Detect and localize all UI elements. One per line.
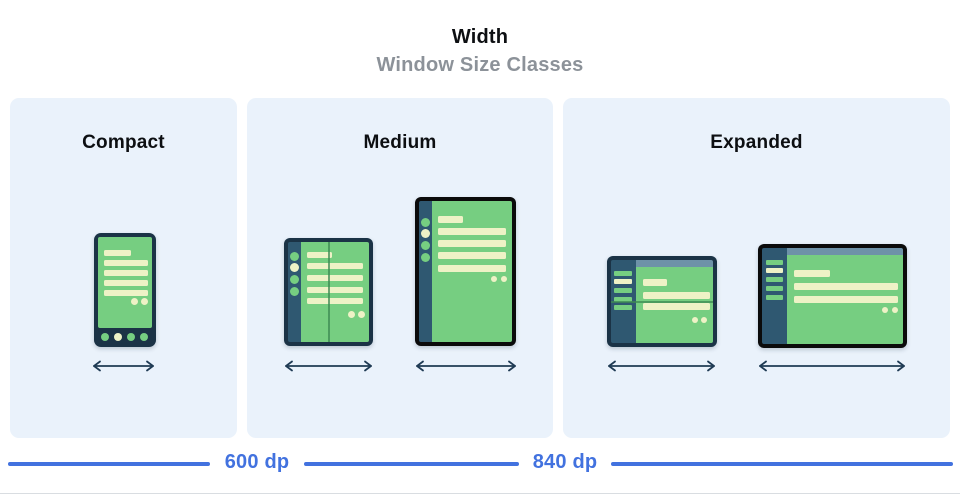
width-arrow-icon — [416, 360, 516, 372]
width-arrow-icon — [93, 360, 154, 372]
page-title: Width — [451, 26, 509, 48]
phone-screen — [98, 237, 152, 328]
placeholder-text-line — [104, 290, 148, 296]
placeholder-text-line — [104, 260, 148, 266]
placeholder-text-line — [438, 228, 506, 235]
breakpoint-label-840dp: 840 dp — [532, 451, 598, 473]
tablet-landscape-device-icon — [758, 244, 907, 348]
foldable-landscape-device-icon — [607, 256, 717, 347]
size-class-panel-compact: Compact — [10, 98, 237, 438]
action-dot — [358, 311, 365, 318]
foldable-screen — [301, 242, 369, 342]
width-arrow-icon — [759, 360, 905, 372]
ruler-line-segment — [304, 462, 519, 466]
placeholder-text-line — [794, 270, 830, 277]
nav-rail — [288, 242, 301, 342]
placeholder-text-line — [438, 240, 506, 247]
ruler-line-segment — [611, 462, 953, 466]
size-class-panel-medium: Medium — [247, 98, 553, 438]
nav-rail — [419, 201, 432, 342]
nav-rail-dot — [421, 253, 430, 262]
nav-item-bar — [614, 305, 632, 310]
placeholder-text-line — [438, 252, 506, 259]
nav-dot — [127, 333, 135, 341]
nav-drawer — [762, 248, 787, 344]
nav-item-bar — [766, 260, 783, 265]
nav-dot — [140, 333, 148, 341]
placeholder-text-line — [643, 279, 667, 286]
panel-title-medium: Medium — [363, 132, 437, 153]
width-arrow-icon — [608, 360, 715, 372]
nav-item-bar — [766, 295, 783, 300]
placeholder-text-line — [794, 296, 898, 303]
phone-device-icon — [94, 233, 156, 347]
foldable-screen — [636, 267, 713, 343]
action-dot — [491, 276, 497, 282]
size-class-panel-expanded: Expanded — [563, 98, 950, 438]
ruler-line-segment — [8, 462, 210, 466]
fold-crease-line — [328, 242, 330, 342]
action-dot — [892, 307, 898, 313]
app-top-bar — [636, 260, 713, 267]
action-dot — [701, 317, 707, 323]
placeholder-text-line — [438, 265, 506, 272]
action-dot — [348, 311, 355, 318]
nav-item-bar — [614, 279, 632, 284]
action-dot — [501, 276, 507, 282]
placeholder-text-line — [643, 292, 710, 299]
placeholder-text-line — [104, 280, 148, 286]
nav-rail-dot — [290, 252, 299, 261]
nav-item-bar — [614, 288, 632, 293]
nav-dot — [114, 333, 122, 341]
action-dot — [141, 298, 148, 305]
nav-item-bar — [614, 271, 632, 276]
placeholder-text-line — [794, 283, 898, 290]
nav-rail-dot — [421, 218, 430, 227]
tablet-screen — [787, 255, 903, 344]
nav-dot — [101, 333, 109, 341]
page-subtitle: Window Size Classes — [376, 54, 584, 76]
foldable-portrait-device-icon — [284, 238, 373, 346]
breakpoint-label-600dp: 600 dp — [224, 451, 290, 473]
fold-crease-line — [611, 301, 713, 303]
placeholder-text-line — [643, 303, 710, 310]
nav-item-bar — [766, 286, 783, 291]
placeholder-text-line — [307, 252, 332, 258]
nav-item-bar — [766, 268, 783, 273]
placeholder-text-line — [307, 263, 363, 269]
nav-item-bar — [614, 297, 632, 302]
placeholder-text-line — [438, 216, 463, 223]
panel-title-compact: Compact — [82, 132, 165, 153]
placeholder-text-line — [307, 298, 363, 304]
tablet-portrait-device-icon — [415, 197, 516, 346]
nav-rail-dot — [290, 275, 299, 284]
placeholder-text-line — [104, 250, 131, 256]
action-dot — [692, 317, 698, 323]
nav-rail-dot — [421, 229, 430, 238]
panel-title-expanded: Expanded — [710, 132, 803, 153]
nav-rail-dot — [290, 287, 299, 296]
placeholder-text-line — [307, 287, 363, 293]
action-dot — [882, 307, 888, 313]
nav-item-bar — [766, 277, 783, 282]
tablet-screen — [432, 201, 512, 342]
app-top-bar — [787, 248, 903, 255]
placeholder-text-line — [307, 275, 363, 281]
width-arrow-icon — [285, 360, 372, 372]
action-dot — [131, 298, 138, 305]
nav-rail-dot — [290, 263, 299, 272]
nav-rail-dot — [421, 241, 430, 250]
placeholder-text-line — [104, 270, 148, 276]
